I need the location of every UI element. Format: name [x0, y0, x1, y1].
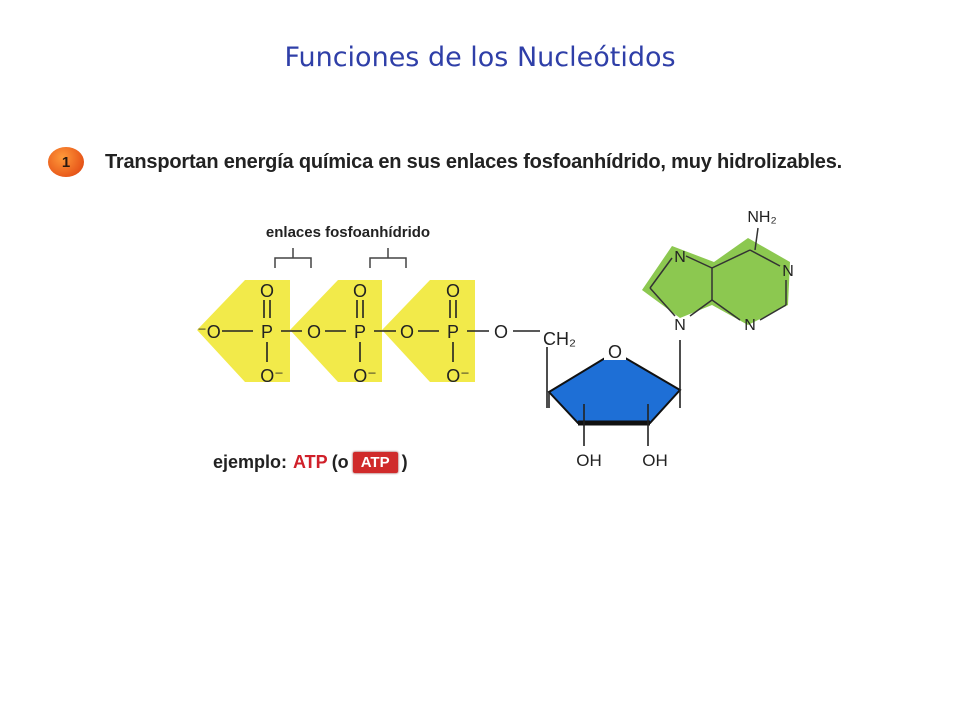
ring-oxygen: O: [608, 342, 622, 362]
bond-brackets: [274, 248, 407, 268]
ribose-sugar: O OH OH: [547, 340, 682, 470]
point-number-badge: 1: [48, 147, 84, 177]
bond-label: enlaces fosfoanhídrido: [266, 224, 430, 241]
adenine-base: NH₂ N N N N: [642, 209, 794, 334]
example-row: ejemplo: ATP (o ATP ): [213, 452, 408, 473]
phosphate-atoms: ⁻O O P O⁻ O O P O⁻ O O P O⁻ O: [197, 281, 508, 386]
p1-o-minus: O⁻: [260, 366, 284, 386]
oh-right: OH: [642, 451, 668, 470]
nh2-label: NH₂: [747, 209, 776, 226]
base-shape: [642, 238, 790, 325]
p3-double-o: O: [446, 281, 460, 301]
point-1: 1 Transportan energía química en sus enl…: [48, 145, 928, 181]
bracket-2: [369, 248, 407, 268]
example-label: ejemplo:: [213, 452, 288, 472]
p1-phosphorus: P: [261, 322, 273, 342]
phosphate-bonds: [222, 300, 540, 362]
example-close: ): [401, 452, 408, 472]
purine-n-2: N: [782, 263, 794, 280]
p3-phosphorus: P: [447, 322, 459, 342]
oh-left: OH: [576, 451, 602, 470]
p3-o-minus: O⁻: [446, 366, 470, 386]
p2-o-minus: O⁻: [353, 366, 377, 386]
example-open: (o: [331, 452, 349, 472]
point-text: Transportan energía química en sus enlac…: [105, 151, 843, 173]
p2-double-o: O: [353, 281, 367, 301]
bridge-o-1: O: [307, 322, 321, 342]
end-oxygen: ⁻O: [197, 322, 221, 342]
purine-n-1: N: [674, 249, 686, 266]
p2-phosphorus: P: [354, 322, 366, 342]
p1-double-o: O: [260, 281, 274, 301]
purine-n-3: N: [674, 317, 686, 334]
atp-boxed-label: ATP: [352, 452, 398, 473]
ribose-ring: [547, 350, 682, 424]
slide-title: Funciones de los Nucleótidos: [284, 42, 676, 73]
bridge-o-3: O: [494, 322, 508, 342]
bridge-o-2: O: [400, 322, 414, 342]
bracket-1: [274, 248, 312, 268]
ch2-label: CH₂: [543, 329, 576, 349]
purine-n-4: N: [744, 317, 756, 334]
atp-label: ATP: [293, 452, 328, 472]
